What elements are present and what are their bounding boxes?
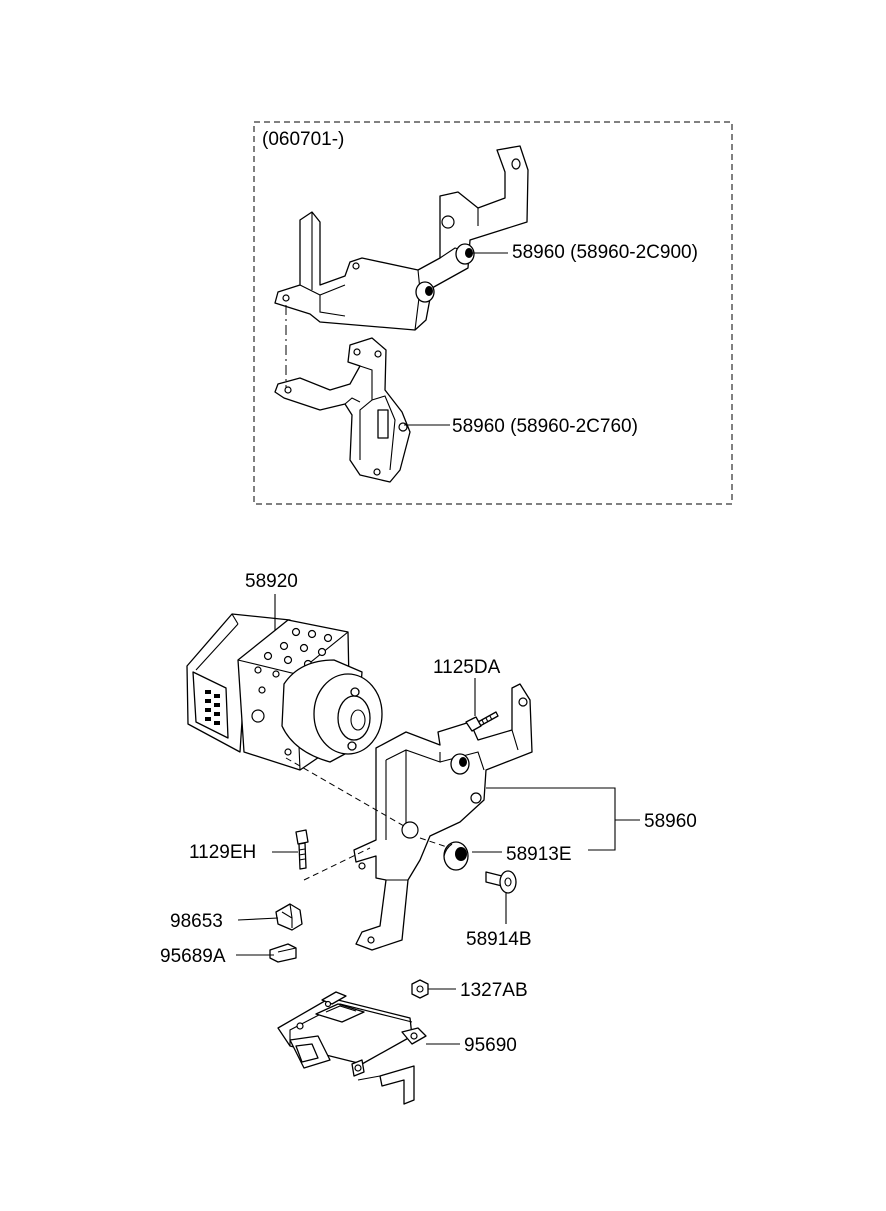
inset-label-58960-b: 58960 (58960-2C760) xyxy=(452,416,638,437)
alignment-dash-3 xyxy=(303,847,371,881)
inset-group: (060701-) xyxy=(253,121,733,505)
alignment-dash-2 xyxy=(419,837,451,849)
bolt-1129eh xyxy=(295,829,309,870)
label-58920: 58920 xyxy=(245,571,298,592)
nut-1327ab xyxy=(411,979,429,999)
abs-modulator-unit xyxy=(186,613,383,771)
label-98653: 98653 xyxy=(170,911,223,932)
collar-58914b xyxy=(485,870,517,894)
main-bracket xyxy=(353,683,533,951)
alignment-dash-1 xyxy=(285,757,405,827)
inset-label-58960-a: 58960 (58960-2C900) xyxy=(512,242,698,263)
clip-95689a xyxy=(269,943,297,963)
sensor-95690 xyxy=(277,991,427,1105)
bushing-58913e xyxy=(443,841,469,871)
bolt-1125da xyxy=(465,711,499,732)
label-1125da: 1125DA xyxy=(433,657,501,678)
label-58914b: 58914B xyxy=(466,929,532,950)
label-95690: 95690 xyxy=(464,1035,517,1056)
clip-98653 xyxy=(275,903,303,931)
label-95689a: 95689A xyxy=(160,946,226,967)
inset-lower-bracket xyxy=(274,337,411,483)
inset-date-code: (060701-) xyxy=(262,129,344,150)
label-58960: 58960 xyxy=(644,811,697,832)
main-group: 58920 1125DA 58960 1129EH 58913E 58914B … xyxy=(160,571,697,1105)
label-58913e: 58913E xyxy=(506,844,572,865)
inset-upper-bracket xyxy=(274,145,529,331)
label-1129eh: 1129EH xyxy=(189,842,256,863)
label-1327ab: 1327AB xyxy=(460,980,528,1001)
